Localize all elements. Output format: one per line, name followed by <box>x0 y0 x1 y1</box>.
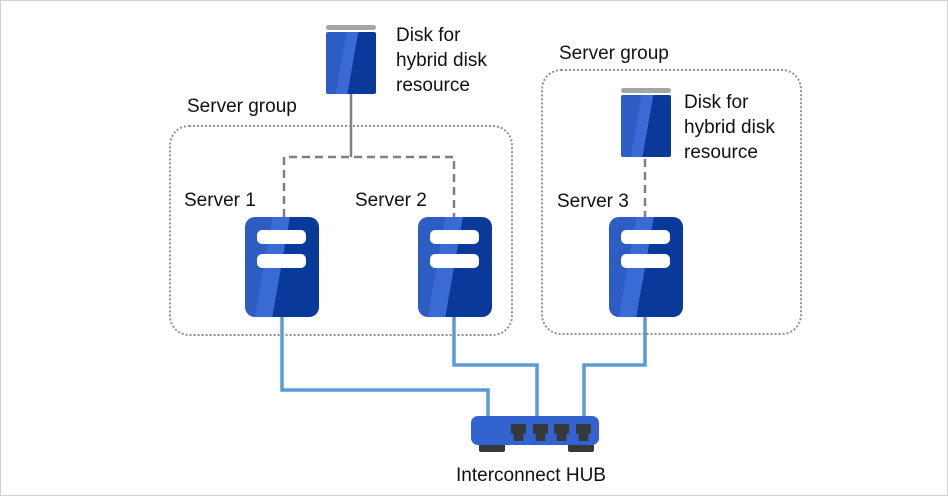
hub-port-icon <box>533 424 548 441</box>
server-group-2-box <box>541 69 802 335</box>
hub-port-icon <box>554 424 569 441</box>
server1-label: Server 1 <box>184 190 256 211</box>
server-group-1-label: Server group <box>187 96 297 117</box>
server2-icon <box>418 217 492 317</box>
server2-label: Server 2 <box>355 190 427 211</box>
server3-icon <box>609 217 683 317</box>
interconnect-hub-icon <box>471 416 599 445</box>
disk2-cap <box>621 88 671 93</box>
disk2-label: Disk for hybrid disk resource <box>684 92 775 163</box>
server1-hub-line <box>280 317 490 416</box>
server2-hub-line <box>452 317 539 416</box>
server1-slot <box>257 254 306 268</box>
server1-icon <box>245 217 319 317</box>
disk1-dashed-bracket <box>282 155 456 217</box>
server2-slot <box>430 230 479 244</box>
disk2-body <box>621 95 671 157</box>
server-group-1-box <box>169 125 513 336</box>
disk1-label: Disk for hybrid disk resource <box>396 25 487 96</box>
server3-hub-line <box>582 317 647 416</box>
server3-slot <box>621 230 670 244</box>
hub-label: Interconnect HUB <box>456 465 606 486</box>
server1-slot <box>257 230 306 244</box>
hub-port-icon <box>576 424 591 441</box>
hub-foot <box>479 445 505 452</box>
server2-slot <box>430 254 479 268</box>
hub-foot <box>568 445 594 452</box>
server3-slot <box>621 254 670 268</box>
server3-label: Server 3 <box>557 191 629 212</box>
server-group-2-label: Server group <box>559 43 669 64</box>
disk1-cap <box>326 25 376 30</box>
hub-port-icon <box>511 424 526 441</box>
disk1-body <box>326 32 376 94</box>
